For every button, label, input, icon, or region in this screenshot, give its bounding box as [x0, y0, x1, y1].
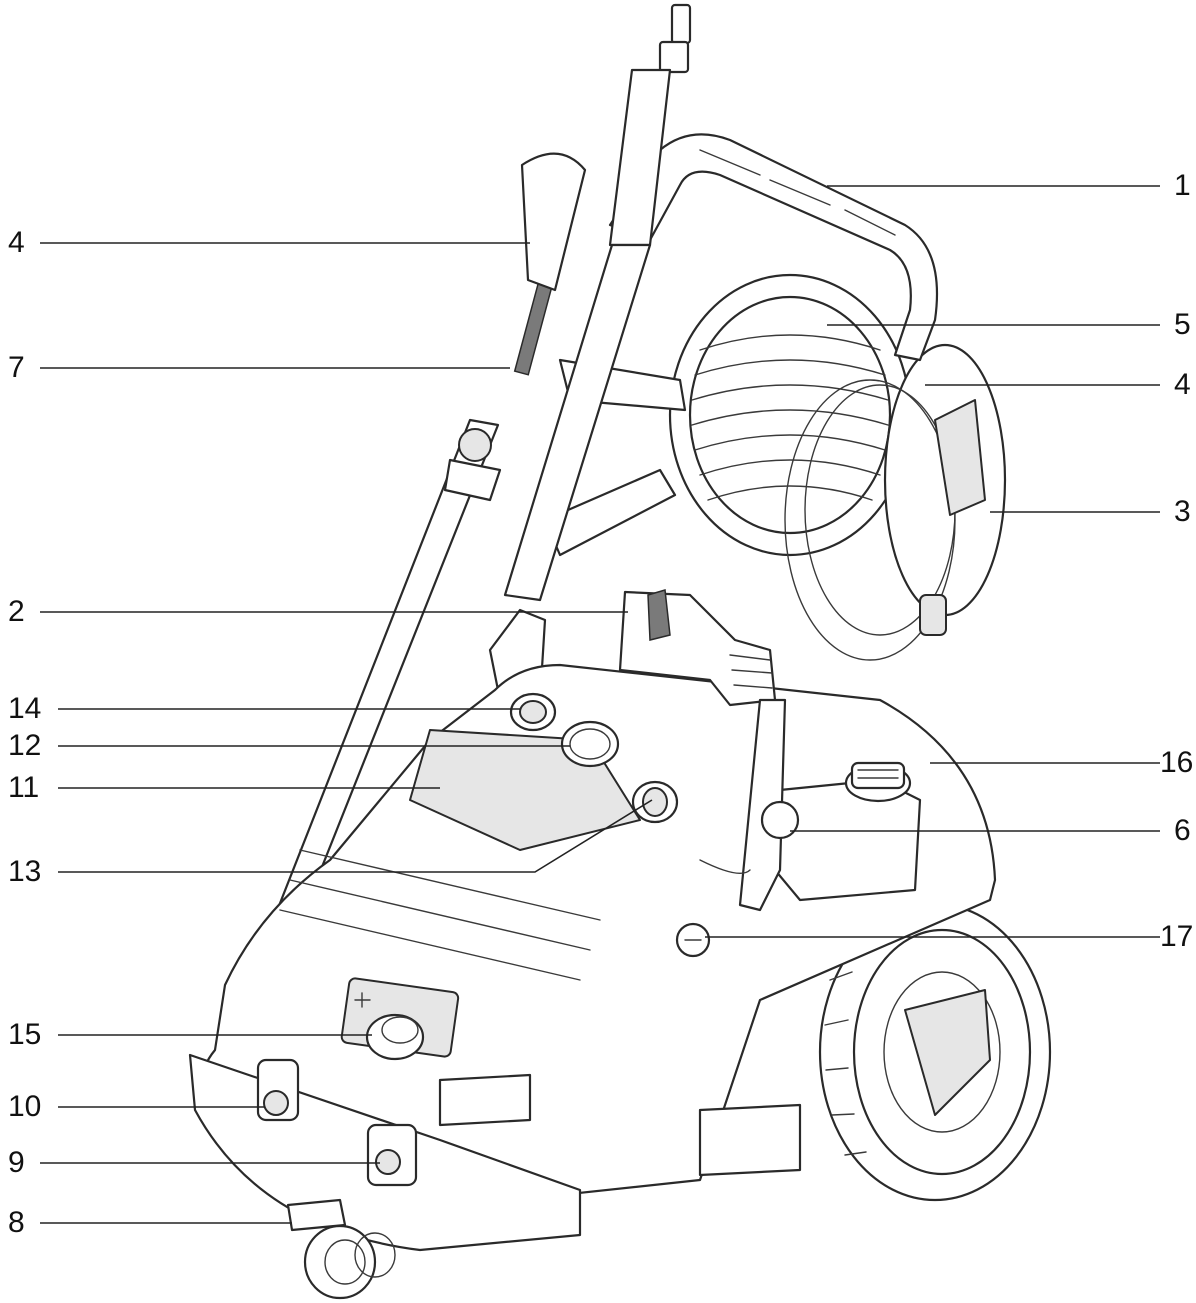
front-caster: [286, 1198, 396, 1300]
detergent-filler-cap: [365, 1013, 425, 1061]
callout-16: 16: [1160, 746, 1193, 779]
callout-6: 6: [1174, 814, 1191, 847]
callout-10: 10: [8, 1090, 41, 1123]
hose-bracket: [699, 698, 800, 912]
push-handle: [488, 133, 939, 702]
leader-13: [58, 799, 653, 873]
detergent-tank: [773, 761, 922, 902]
spray-lance: [238, 3, 692, 1012]
callout-1: 1: [1174, 169, 1191, 202]
callout-7: 7: [8, 351, 25, 384]
pressure-washer-illustration: [188, 3, 1052, 1300]
callout-4-right: 4: [1174, 368, 1191, 401]
rear-wheel: [818, 902, 1052, 1202]
callout-12: 12: [8, 729, 41, 762]
callout-17: 17: [1160, 920, 1193, 953]
callout-11: 11: [8, 771, 39, 804]
callout-9: 9: [8, 1146, 25, 1179]
callout-leaders: [40, 185, 1160, 1224]
control-panel: [509, 692, 679, 824]
callout-8: 8: [8, 1206, 25, 1239]
water-connections: [256, 1058, 418, 1187]
callout-13: 13: [8, 855, 41, 888]
hose-reel: [668, 273, 1007, 661]
callout-4-top: 4: [8, 226, 25, 259]
callout-3: 3: [1174, 495, 1191, 528]
callout-2: 2: [8, 595, 25, 628]
callout-14: 14: [8, 692, 41, 725]
callout-15: 15: [8, 1018, 41, 1051]
callout-5: 5: [1174, 308, 1191, 341]
callout-labels: 1 4 5 7 4 3 2 14 12 16 11 6 13 17 15 10 …: [8, 169, 1193, 1239]
